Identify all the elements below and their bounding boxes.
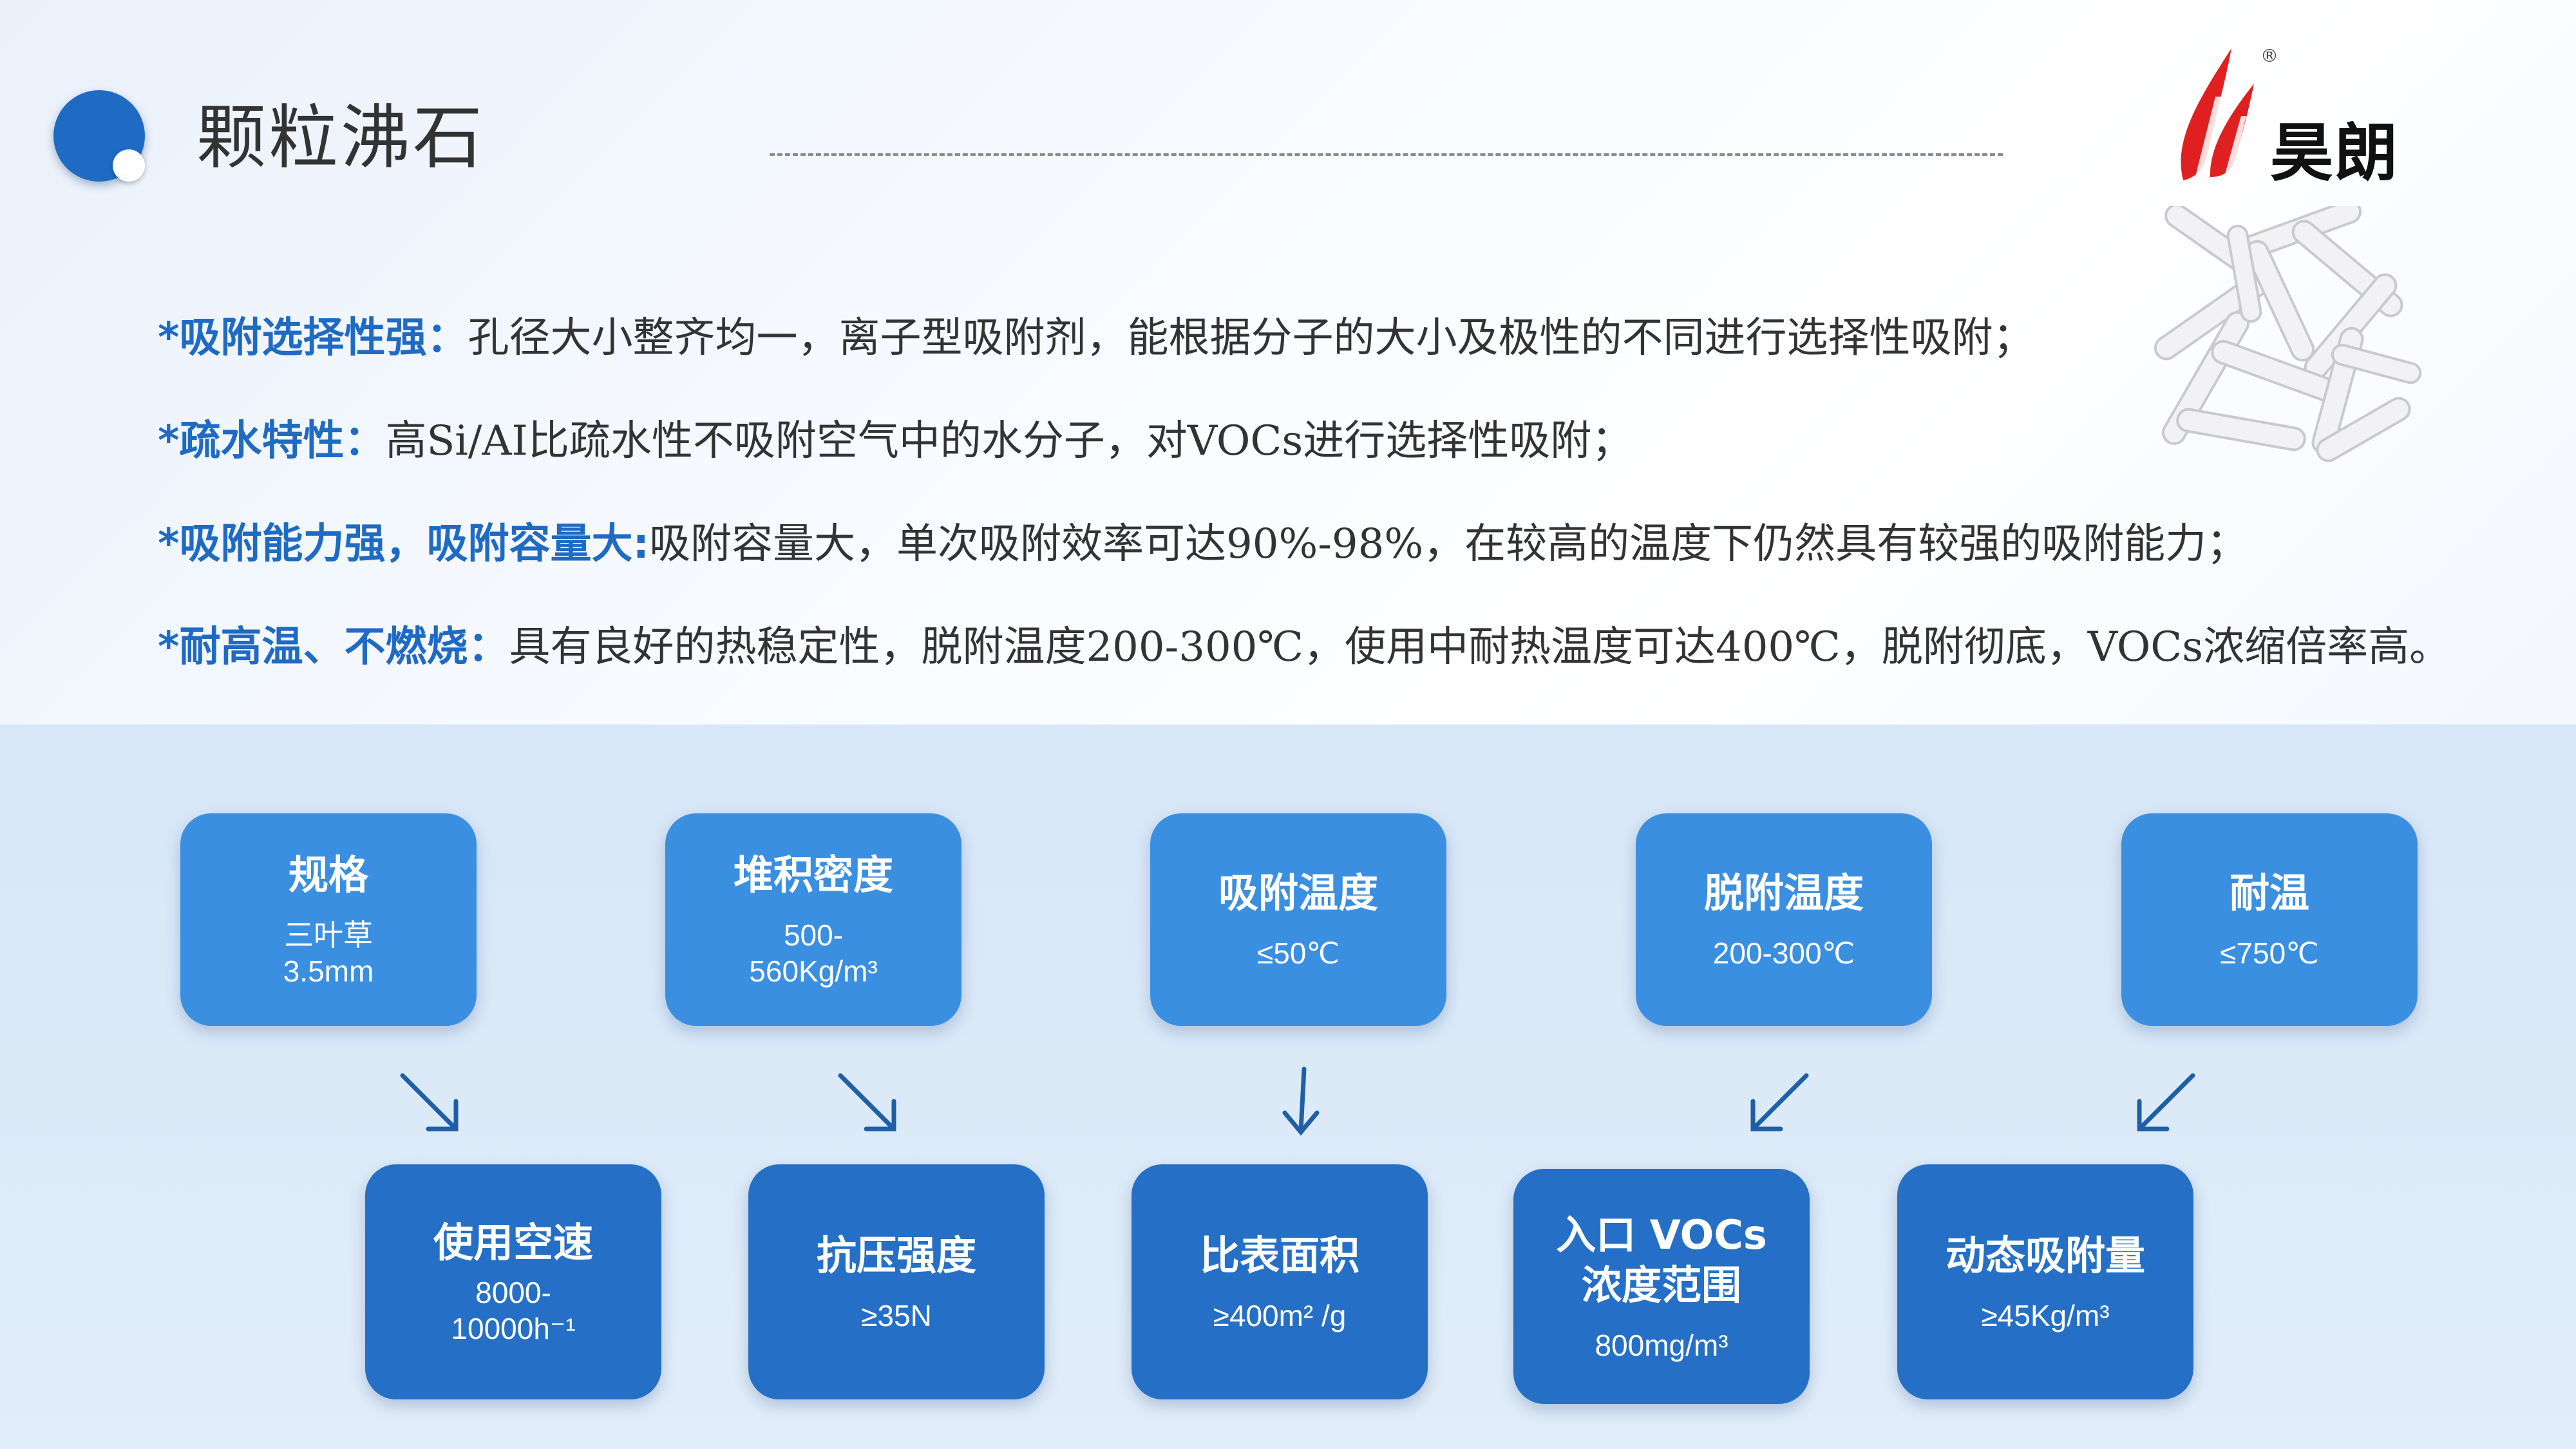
registered-mark: ® (2260, 45, 2278, 66)
spec-value-line: 3.5mm (283, 954, 374, 988)
spec-card-inlet-voc-range: 入口 VOCs 浓度范围 800mg/m³ (1513, 1169, 1810, 1404)
spec-title: 堆积密度 (733, 851, 893, 898)
feature-line-3: *吸附能力强，吸附容量大:吸附容量大，单次吸附效率可达90%-98%，在较高的温… (158, 515, 2450, 573)
spec-title-line: 入口 VOCs (1556, 1211, 1767, 1258)
spec-title: 耐温 (2229, 869, 2309, 916)
spec-value: 500- 560Kg/m³ (749, 917, 877, 989)
spec-value: ≥400m² /g (1213, 1298, 1347, 1332)
spec-card-surface-area: 比表面积 ≥400m² /g (1132, 1164, 1428, 1399)
feature-line-4: *耐高温、不燃烧：具有良好的热稳定性，脱附温度200-300℃，使用中耐热温度可… (158, 618, 2450, 676)
spec-value: ≤750℃ (2220, 936, 2319, 970)
feature-label: *吸附能力强，吸附容量大: (158, 520, 650, 568)
spec-title: 比表面积 (1199, 1231, 1359, 1279)
title-dashed-divider (770, 153, 2003, 156)
spec-value: 800mg/m³ (1595, 1328, 1728, 1362)
spec-value: ≤50℃ (1256, 936, 1340, 970)
spec-title: 入口 VOCs 浓度范围 (1556, 1210, 1767, 1311)
spec-value: 8000- 10000h⁻¹ (451, 1274, 575, 1347)
arrow-down-right-icon (838, 1073, 896, 1132)
arrow-down-right-icon (400, 1073, 459, 1132)
spec-value: ≥35N (861, 1298, 932, 1332)
spec-title-line: 浓度范围 (1581, 1261, 1741, 1309)
page-title: 颗粒沸石 (196, 98, 486, 178)
feature-line-1: *吸附选择性强：孔径大小整齐均一，离子型吸附剂，能根据分子的大小及极性的不同进行… (158, 309, 2450, 367)
spec-card-size: 规格 三叶草 3.5mm (180, 813, 477, 1026)
spec-value: 三叶草 3.5mm (283, 917, 374, 989)
spec-card-heat-resistance: 耐温 ≤750℃ (2121, 813, 2418, 1026)
feature-text: 高Si/AI比疏水性不吸附空气中的水分子，对VOCs进行选择性吸附； (385, 417, 1633, 465)
spec-card-space-velocity: 使用空速 8000- 10000h⁻¹ (365, 1164, 661, 1399)
spec-value-line: 10000h⁻¹ (451, 1311, 576, 1345)
spec-title: 抗压强度 (816, 1231, 976, 1279)
spec-card-adsorption-temp: 吸附温度 ≤50℃ (1150, 813, 1446, 1026)
feature-text: 吸附容量大，单次吸附效率可达90%-98%，在较高的温度下仍然具有较强的吸附能力… (649, 520, 2248, 568)
spec-value: 200-300℃ (1712, 936, 1855, 970)
spec-value: ≥45Kg/m³ (1981, 1298, 2110, 1332)
spec-card-crush-strength: 抗压强度 ≥35N (748, 1164, 1045, 1399)
arrow-down-icon (1282, 1066, 1320, 1136)
spec-title: 使用空速 (433, 1218, 593, 1266)
spec-card-desorption-temp: 脱附温度 200-300℃ (1636, 813, 1932, 1026)
spec-title: 动态吸附量 (1945, 1231, 2145, 1279)
spec-value-line: 500- (783, 918, 844, 952)
flame-logo-icon (2181, 48, 2254, 180)
spec-value-line: 8000- (475, 1275, 551, 1309)
brand-name: 昊朗 (2270, 117, 2400, 190)
spec-title: 吸附温度 (1218, 869, 1378, 916)
zeolite-pellets-image (2154, 206, 2422, 462)
spec-title: 规格 (288, 851, 368, 898)
title-bullet-small-circle (113, 149, 145, 182)
arrow-down-left-icon (1750, 1073, 1809, 1132)
feature-label: *耐高温、不燃烧： (158, 623, 509, 671)
top-section (0, 0, 2576, 724)
feature-text: 孔径大小整齐均一，离子型吸附剂，能根据分子的大小及极性的不同进行选择性吸附； (468, 314, 2034, 362)
arrow-down-left-icon (2137, 1073, 2195, 1132)
feature-text: 具有良好的热稳定性，脱附温度200-300℃，使用中耐热温度可达400℃，脱附彻… (509, 623, 2451, 671)
spec-value-line: 560Kg/m³ (749, 954, 878, 988)
spec-title: 脱附温度 (1703, 869, 1864, 916)
feature-line-2: *疏水特性：高Si/AI比疏水性不吸附空气中的水分子，对VOCs进行选择性吸附； (158, 412, 2450, 470)
spec-card-bulk-density: 堆积密度 500- 560Kg/m³ (665, 813, 961, 1026)
feature-label: *疏水特性： (158, 417, 386, 465)
brand-logo: ® 昊朗 (2170, 45, 2428, 190)
spec-value-line: 三叶草 (284, 918, 373, 952)
spec-card-dynamic-adsorption: 动态吸附量 ≥45Kg/m³ (1897, 1164, 2193, 1399)
feature-label: *吸附选择性强： (158, 314, 468, 362)
